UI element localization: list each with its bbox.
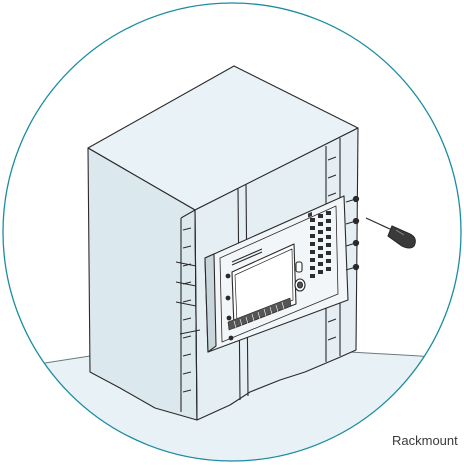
screwdriver-icon bbox=[365, 217, 416, 249]
cabinet-front-frame bbox=[180, 209, 198, 421]
figure-caption: Rackmount bbox=[392, 433, 458, 448]
screw-icon bbox=[352, 195, 360, 203]
left-rail-holes bbox=[182, 227, 192, 393]
brand-slot bbox=[231, 248, 263, 266]
keypad bbox=[308, 211, 312, 218]
bottom-vent bbox=[227, 297, 292, 331]
keypad-keys bbox=[310, 211, 331, 278]
panel-port bbox=[295, 261, 303, 273]
right-screws bbox=[345, 195, 360, 271]
left-screws bbox=[175, 261, 201, 335]
